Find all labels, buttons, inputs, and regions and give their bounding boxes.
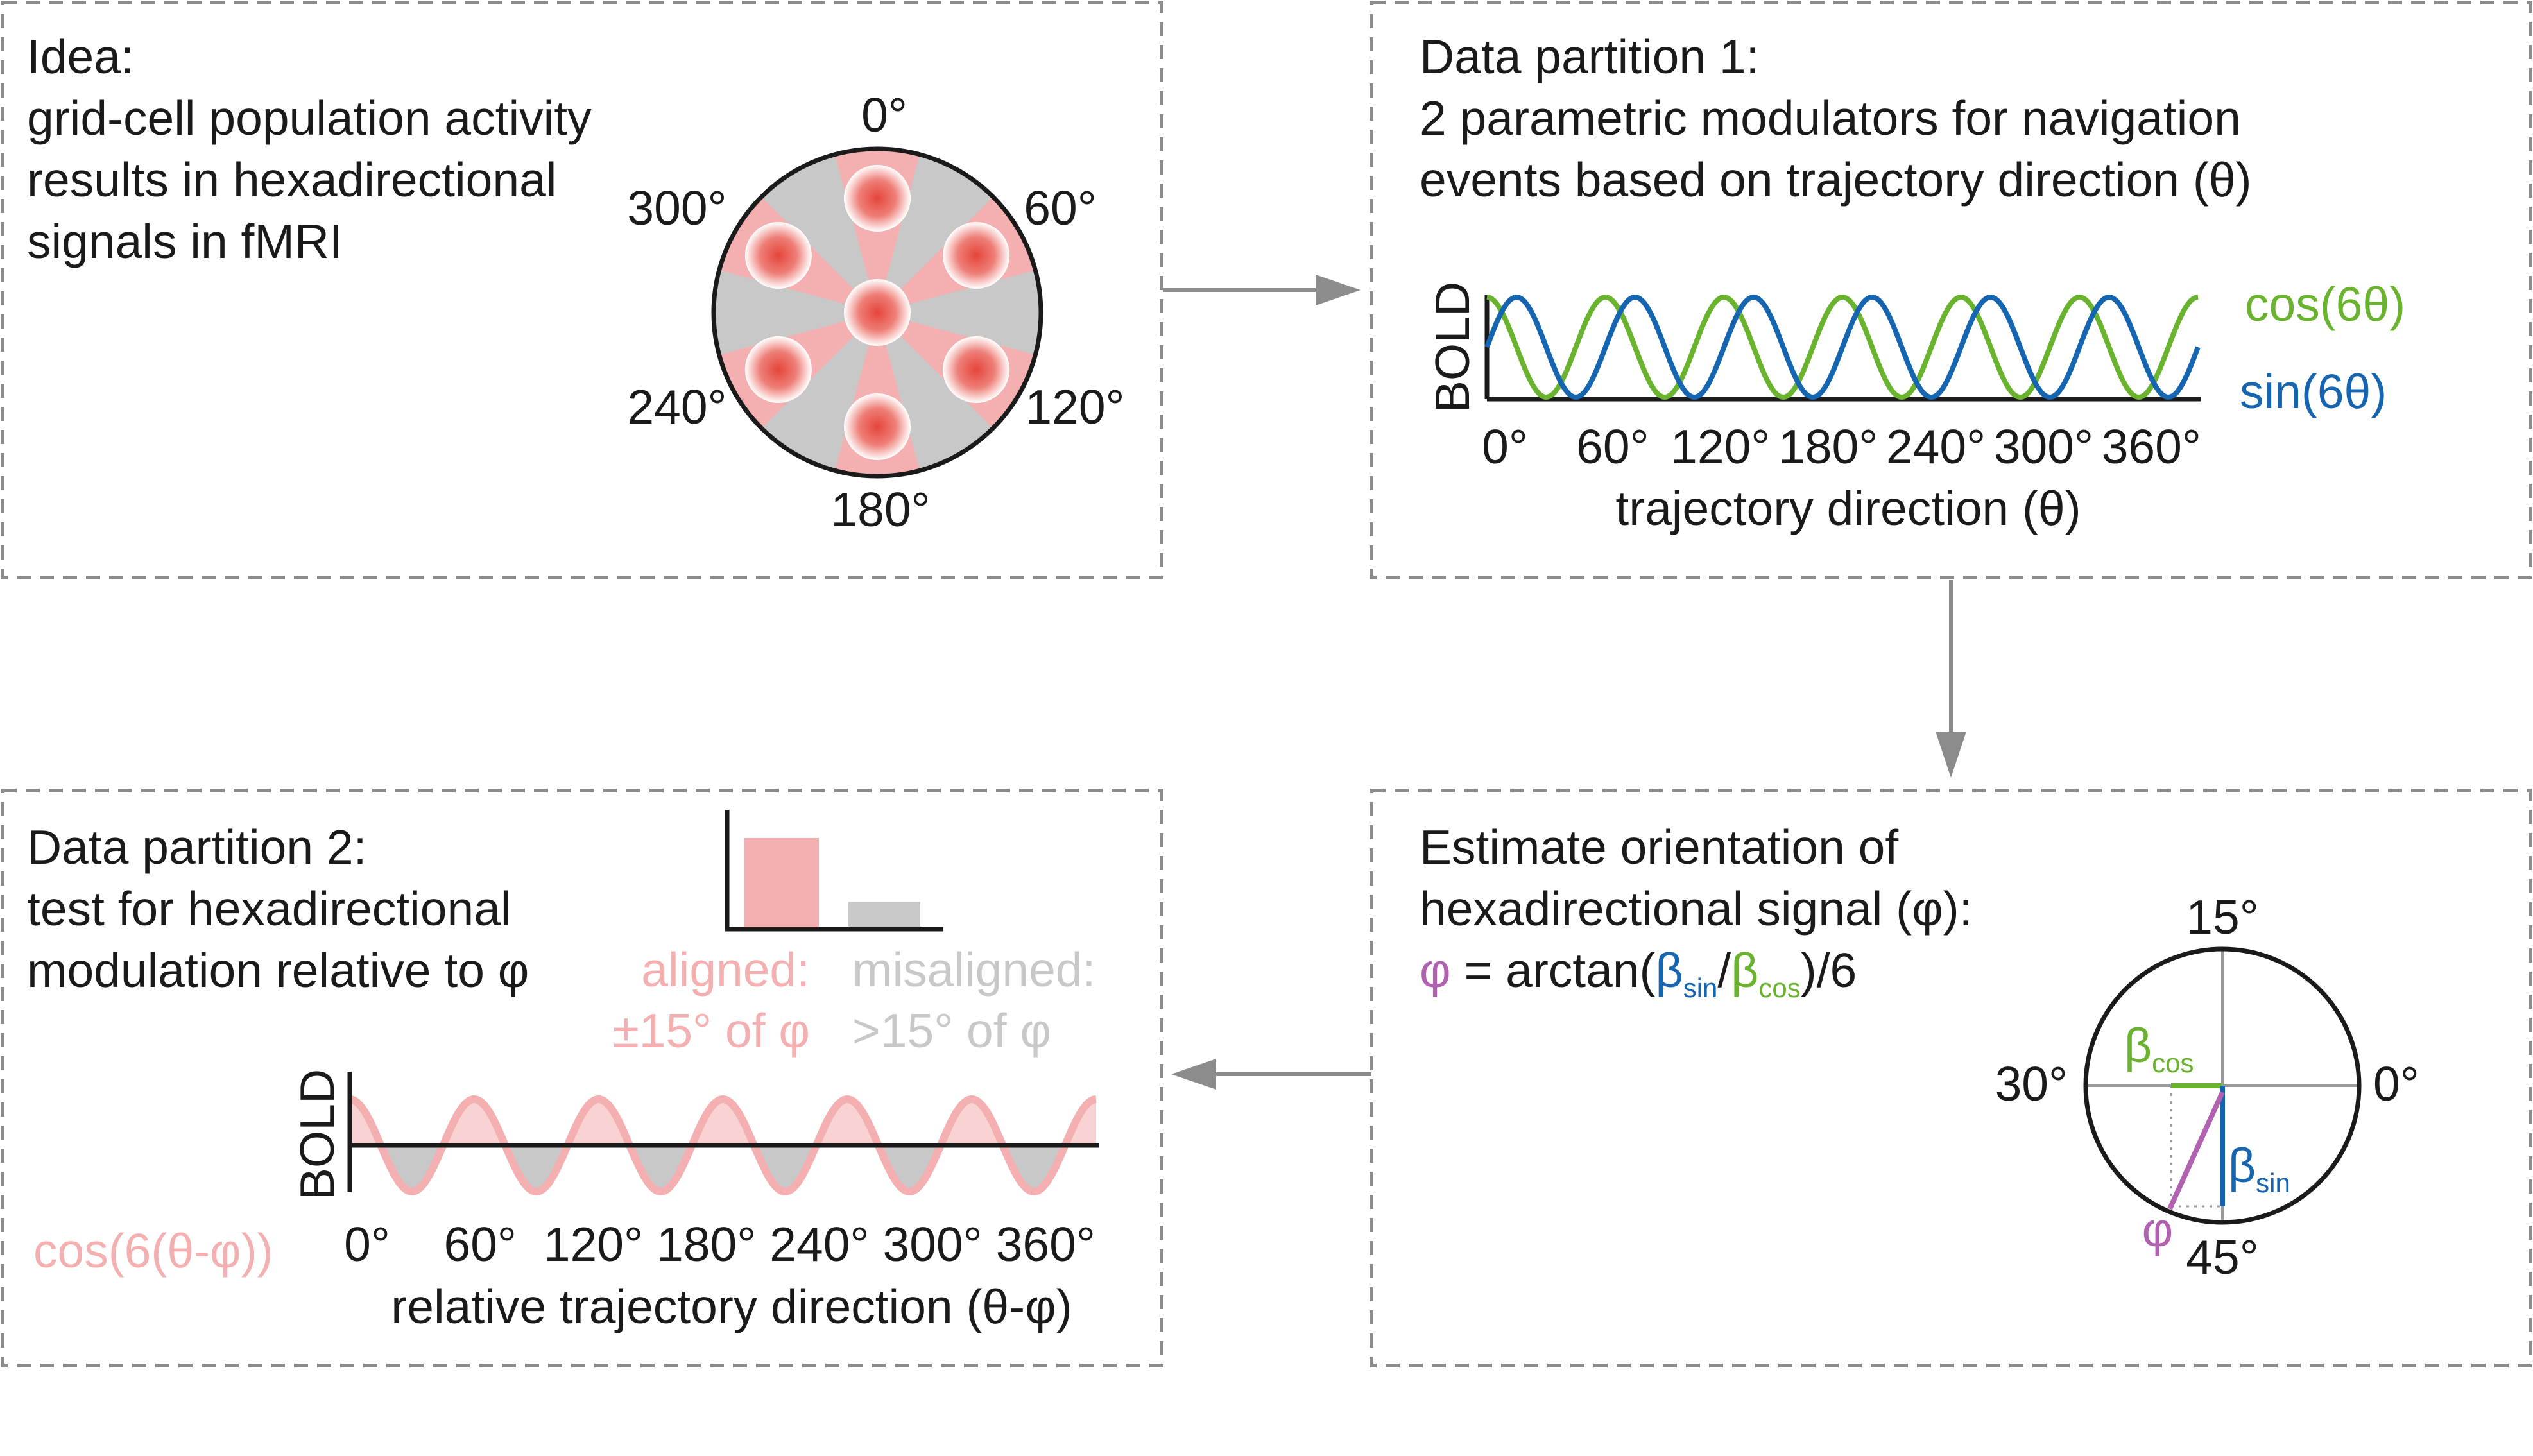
estimate-formula: φ = arctan(βsin/βcos)/6	[1420, 939, 1973, 1019]
idea-field	[844, 165, 911, 232]
formula-beta-cos-sub: cos	[1758, 973, 1801, 1003]
partition2-line-1: test for hexadirectional	[27, 882, 511, 936]
idea-field-center	[844, 279, 911, 346]
partition1-line-2: events based on trajectory direction (θ)	[1420, 153, 2252, 207]
p2-tick: 60°	[444, 1217, 517, 1271]
p1-tick: 0°	[1482, 420, 1528, 474]
partition2-text: Data partition 2: test for hexadirection…	[27, 816, 529, 1001]
panel-partition1-border	[1370, 1, 2532, 579]
formula-beta-sin: β	[1655, 943, 1683, 997]
est-angle-top: 15°	[2186, 890, 2258, 944]
arrow-idea-to-p1-head	[1316, 275, 1361, 305]
p1-tick: 240°	[1886, 420, 1986, 474]
formula-beta-cos: β	[1731, 943, 1759, 997]
arrow-p1-to-est-head	[1936, 732, 1966, 778]
p2-series-cos	[349, 1095, 1097, 1196]
idea-circle-outline	[711, 146, 1043, 479]
p2-ylabel: BOLD	[290, 1069, 344, 1200]
est-angle-bottom: 45°	[2186, 1230, 2258, 1284]
panel-estimate-border	[1370, 789, 2532, 1367]
p2-area-negative	[350, 1145, 1096, 1192]
partition1-line-1: 2 parametric modulators for navigation	[1420, 91, 2241, 145]
p1-series-sin	[1484, 294, 2201, 400]
bar-misaligned	[848, 902, 920, 927]
p2-tick: 240°	[769, 1217, 869, 1271]
p1-legend-cos: cos(6θ)	[2245, 277, 2405, 331]
idea-angle-0: 0°	[861, 88, 907, 142]
formula-end: )/6	[1800, 943, 1857, 997]
est-beta-sin-label: βsin	[2228, 1138, 2290, 1198]
p1-series-cos	[1486, 294, 2199, 400]
bar-misaligned-label-2: >15° of φ	[852, 1004, 1051, 1058]
p1-xlabel: trajectory direction (θ)	[1615, 481, 2081, 535]
partition2-title: Data partition 2:	[27, 820, 367, 874]
idea-text: Idea: grid-cell population activity resu…	[27, 26, 592, 272]
formula-phi: φ	[1420, 943, 1451, 997]
idea-angle-180: 180°	[830, 483, 930, 536]
bar-aligned	[744, 838, 819, 927]
idea-field	[744, 222, 812, 289]
idea-angle-300: 300°	[627, 181, 726, 235]
partition1-text: Data partition 1: 2 parametric modulator…	[1420, 26, 2252, 210]
p1-tick: 300°	[1994, 420, 2093, 474]
p2-legend: cos(6(θ-φ))	[33, 1224, 273, 1278]
idea-line-2: results in hexadirectional	[27, 153, 557, 207]
p2-tick: 120°	[544, 1217, 643, 1271]
p1-tick: 360°	[2102, 420, 2201, 474]
est-beta-sin-sub: sin	[2256, 1168, 2290, 1198]
idea-angle-240: 240°	[627, 380, 726, 434]
idea-field	[844, 393, 911, 460]
p1-tick: 180°	[1778, 420, 1878, 474]
estimate-text: Estimate orientation of hexadirectional …	[1420, 816, 1973, 1019]
p2-xlabel: relative trajectory direction (θ-φ)	[391, 1280, 1072, 1333]
est-phi-label: φ	[2142, 1203, 2174, 1256]
panel-partition2-border	[1, 789, 1163, 1367]
p2-tick: 180°	[657, 1217, 756, 1271]
p1-tick: 120°	[1670, 420, 1770, 474]
est-beta-cos-label: βcos	[2124, 1018, 2194, 1078]
idea-field	[943, 222, 1010, 289]
p1-tick: 60°	[1576, 420, 1649, 474]
estimate-line-1: hexadirectional signal (φ):	[1420, 882, 1973, 936]
p1-legend-sin: sin(6θ)	[2240, 364, 2387, 418]
bar-aligned-label-2: ±15° of φ	[613, 1004, 810, 1058]
est-angle-right: 0°	[2373, 1057, 2419, 1111]
idea-title: Idea:	[27, 30, 134, 83]
partition1-title: Data partition 1:	[1420, 30, 1760, 83]
formula-eq: = arctan(	[1450, 943, 1656, 997]
p2-tick: 360°	[996, 1217, 1095, 1271]
idea-line-1: grid-cell population activity	[27, 91, 592, 145]
idea-line-3: signals in fMRI	[27, 214, 343, 268]
p1-ylabel: BOLD	[1425, 282, 1479, 413]
estimate-title: Estimate orientation of	[1420, 820, 1899, 874]
idea-angle-60: 60°	[1024, 181, 1096, 235]
panel-idea-border	[1, 1, 1163, 579]
formula-slash: /	[1717, 943, 1731, 997]
formula-beta-sin-sub: sin	[1683, 973, 1718, 1003]
p2-tick: 300°	[882, 1217, 982, 1271]
est-beta-cos-sub: cos	[2152, 1048, 2194, 1078]
est-phi-line	[2167, 1091, 2225, 1210]
est-circle	[2083, 946, 2362, 1225]
partition2-line-2: modulation relative to φ	[27, 943, 529, 997]
p2-tick: 0°	[344, 1217, 390, 1271]
idea-field	[943, 336, 1010, 403]
est-angle-left: 30°	[1995, 1057, 2068, 1111]
idea-angle-120: 120°	[1025, 380, 1124, 434]
bar-aligned-label-1: aligned:	[641, 943, 810, 997]
bar-misaligned-label-1: misaligned:	[852, 943, 1095, 997]
arrow-est-to-p2-head	[1171, 1059, 1216, 1090]
idea-field	[744, 336, 812, 403]
